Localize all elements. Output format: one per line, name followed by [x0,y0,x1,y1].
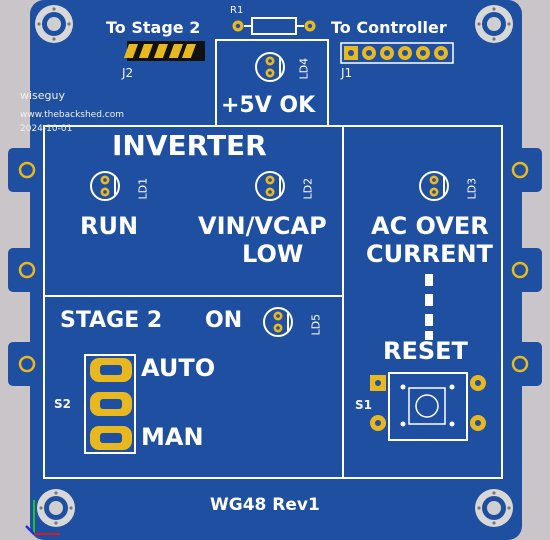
label-auto: AUTO [141,354,216,382]
credit-author: wiseguy [20,89,66,102]
label-ld5: LD5 [309,313,323,336]
pcb-board [8,0,542,540]
label-man: MAN [141,423,204,451]
label-ld2: LD2 [301,177,315,200]
resistor-r1 [232,17,316,35]
label-run: RUN [80,212,139,240]
label-r1: R1 [230,5,244,16]
label-j2: J2 [122,66,134,80]
inverter-title: INVERTER [112,129,267,162]
board-revision: WG48 Rev1 [210,495,320,515]
label-s2: S2 [54,397,71,411]
label-to-stage2: To Stage 2 [106,18,201,37]
label-vin-vcap: VIN/VCAP [198,212,327,240]
label-reset: RESET [383,337,468,365]
label-current: CURRENT [366,240,493,268]
switch-s2 [84,354,136,454]
mounting-holes [35,5,513,527]
led-footprints [90,52,449,337]
stage2-title: STAGE 2 [60,308,163,333]
header-j1 [340,42,454,64]
silkscreen-boxes [43,39,503,479]
axis-gizmo [25,500,60,535]
label-5v-ok: +5V OK [221,93,316,118]
dashed-separator [425,274,433,340]
label-j1: J1 [341,66,353,80]
label-low: LOW [242,240,304,268]
label-to-controller: To Controller [331,18,447,37]
credit-date: 2024-10-01 [20,124,73,134]
switch-s1 [370,372,486,441]
header-j2 [123,41,205,61]
label-on: ON [205,308,243,333]
label-ld1: LD1 [136,177,150,200]
credit-site: www.thebackshed.com [20,110,125,120]
label-ac-over: AC OVER [371,212,489,240]
label-s1: S1 [355,398,372,412]
label-ld3: LD3 [465,177,479,200]
label-ld4: LD4 [297,57,311,80]
